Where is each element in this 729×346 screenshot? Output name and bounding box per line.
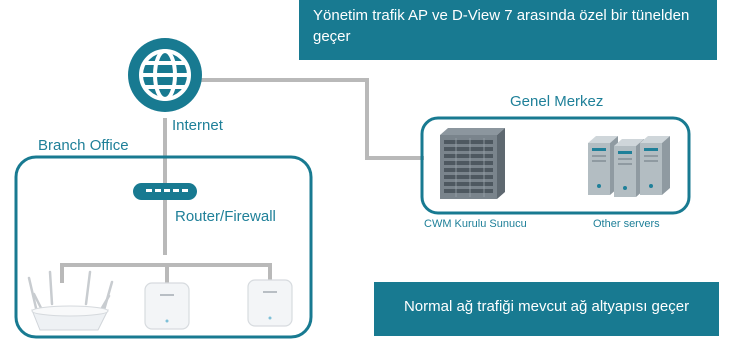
globe-icon: [128, 38, 202, 112]
other-servers-icon: [588, 136, 670, 197]
branch-office-box: [14, 155, 313, 339]
other-servers-label: Other servers: [593, 218, 660, 230]
internet-to-hq-line: [199, 78, 424, 160]
connection-lines: [60, 78, 424, 283]
internet-label: Internet: [172, 117, 223, 134]
normal-traffic-callout: Normal ağ trafiği mevcut ağ altyapısı ge…: [374, 282, 719, 336]
cwm-server-icon: [440, 128, 505, 199]
ceiling-access-point-icon: [144, 282, 190, 330]
tunnel-callout: Yönetim trafik AP ve D-View 7 arasında ö…: [299, 0, 717, 60]
normal-traffic-callout-text: Normal ağ trafiği mevcut ağ altyapısı ge…: [403, 298, 690, 315]
tunnel-callout-text: Yönetim trafik AP ve D-View 7 arasında ö…: [313, 7, 690, 45]
cwm-server-label: CWM Kurulu Sunucu: [424, 218, 527, 230]
access-point-antenna-icon: [27, 270, 114, 331]
headquarters-box: [420, 116, 691, 215]
ceiling-access-point-icon: [247, 279, 293, 327]
branch-office-label: Branch Office: [38, 137, 129, 154]
headquarters-label: Genel Merkez: [510, 93, 604, 110]
router-firewall-label: Router/Firewall: [175, 208, 276, 225]
router-icon: [133, 183, 197, 200]
